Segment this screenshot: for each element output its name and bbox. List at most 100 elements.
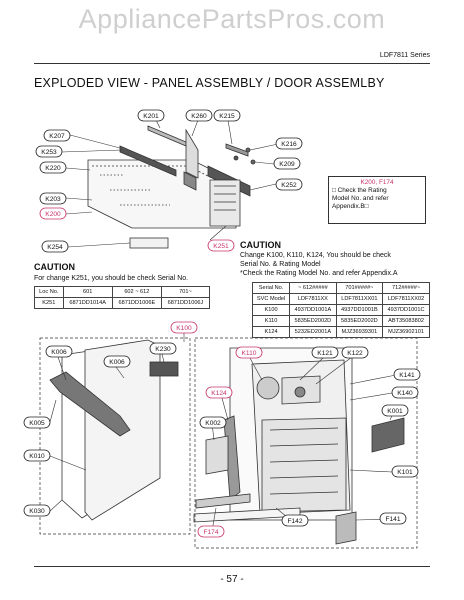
svg-text:K201: K201 bbox=[143, 113, 159, 120]
note-line-1: □ Check the Rating bbox=[332, 187, 387, 194]
svg-text:K215: K215 bbox=[219, 113, 235, 120]
label-k252: K252 bbox=[275, 178, 303, 191]
svg-text:K122: K122 bbox=[347, 350, 363, 357]
table-cell: 4937DD1001C bbox=[382, 304, 430, 316]
table-cell: K100 bbox=[251, 304, 291, 316]
table-cell: K251 bbox=[34, 297, 64, 309]
label-k006-left: K006 bbox=[45, 345, 73, 358]
svg-text:K100: K100 bbox=[176, 325, 192, 332]
label-k216: K216 bbox=[275, 137, 303, 150]
label-k201: K201 bbox=[137, 109, 165, 122]
caution-right-line-1: Change K100, K110, K124, You should be c… bbox=[240, 252, 391, 259]
label-k100: K100 bbox=[170, 321, 198, 334]
label-k203: K203 bbox=[39, 192, 67, 205]
svg-text:K101: K101 bbox=[397, 469, 413, 476]
table-row: K124 5232ED2001A MJZ36939301 MJZ36902101 bbox=[251, 326, 430, 338]
table-cell: LDF7811XX bbox=[289, 293, 337, 305]
svg-text:K006: K006 bbox=[109, 359, 125, 366]
svg-text:K010: K010 bbox=[29, 453, 45, 460]
label-k207: K207 bbox=[43, 129, 71, 142]
label-k141: K141 bbox=[393, 368, 421, 381]
table-header-cell: 601 bbox=[62, 286, 113, 298]
table-header-row: Serial No. ~ 612##### 701#####~ 712#####… bbox=[251, 282, 430, 294]
table-cell: 5232ED2001A bbox=[289, 326, 337, 338]
svg-text:F142: F142 bbox=[287, 518, 302, 525]
table-header-cell: 701~ bbox=[160, 286, 211, 298]
table-row: K100 4937DD1001A 4937DD1001B 4937DD1001C bbox=[251, 304, 430, 316]
leader-lines bbox=[49, 119, 397, 532]
label-k253: K253 bbox=[35, 145, 63, 158]
door-inner-group-outline bbox=[194, 337, 418, 549]
label-k001: K001 bbox=[381, 404, 409, 417]
svg-text:K220: K220 bbox=[45, 165, 61, 172]
label-k254: K254 bbox=[41, 240, 69, 253]
svg-text:F174: F174 bbox=[203, 529, 218, 536]
door-outer-group-outline bbox=[39, 337, 191, 535]
table-cell: 6871DD1014A bbox=[62, 297, 113, 309]
serial-model-table: Serial No. ~ 612##### 701#####~ 712#####… bbox=[251, 282, 430, 338]
svg-text:K200: K200 bbox=[45, 211, 61, 218]
table-header-cell: ~ 612##### bbox=[289, 282, 337, 294]
label-k122: K122 bbox=[341, 346, 369, 359]
svg-text:K006: K006 bbox=[51, 349, 67, 356]
table-header-cell: Serial No. bbox=[251, 282, 291, 294]
label-k030: K030 bbox=[23, 504, 51, 517]
svg-text:K252: K252 bbox=[281, 182, 297, 189]
series-name: LDF7811 Series bbox=[379, 52, 430, 59]
page-number: - 57 - bbox=[220, 574, 244, 585]
caution-right-heading: CAUTION bbox=[240, 240, 281, 250]
label-k005: K005 bbox=[23, 416, 51, 429]
label-k251: K251 bbox=[207, 239, 235, 252]
label-k124: K124 bbox=[205, 386, 233, 399]
watermark-text: AppliancePartsPros.com bbox=[78, 4, 386, 34]
svg-text:K030: K030 bbox=[29, 508, 45, 515]
table-header-cell: Loc No. bbox=[34, 286, 64, 298]
page-title: EXPLODED VIEW - PANEL ASSEMBLY / DOOR AS… bbox=[34, 76, 385, 90]
table-header-row: Loc No. 601 602 ~ 612 701~ bbox=[34, 286, 211, 298]
note-line-2: Model No. and refer bbox=[332, 195, 389, 202]
table-header-cell: 701#####~ bbox=[335, 282, 384, 294]
table-cell: 5835ED2002D bbox=[335, 315, 384, 327]
table-cell: 4937DD1001B bbox=[335, 304, 384, 316]
table-cell: 6871DD1006E bbox=[111, 297, 162, 309]
label-k010: K010 bbox=[23, 449, 51, 462]
svg-text:K005: K005 bbox=[29, 420, 45, 427]
label-f141: F141 bbox=[379, 512, 407, 525]
table-cell: MJZ36902101 bbox=[382, 326, 430, 338]
svg-text:K140: K140 bbox=[397, 390, 413, 397]
svg-text:K110: K110 bbox=[242, 350, 257, 357]
table-row: K251 6871DD1014A 6871DD1006E 6871DD1006J bbox=[34, 297, 211, 309]
header-rule bbox=[34, 63, 430, 64]
svg-text:K124: K124 bbox=[211, 390, 227, 397]
label-k110: K110 bbox=[235, 346, 263, 359]
label-k140: K140 bbox=[391, 386, 419, 399]
rating-note-box: K200, F174 □ Check the Rating Model No. … bbox=[328, 176, 426, 224]
caution-right-line-3: *Check the Rating Model No. and refer Ap… bbox=[240, 270, 398, 277]
label-f174: F174 bbox=[197, 525, 225, 538]
table-cell: 4937DD1001A bbox=[289, 304, 337, 316]
svg-text:K251: K251 bbox=[213, 243, 229, 250]
label-k006-right: K006 bbox=[103, 355, 131, 368]
svg-text:K121: K121 bbox=[317, 350, 333, 357]
svg-text:F141: F141 bbox=[385, 516, 400, 523]
table-cell: 6871DD1006J bbox=[160, 297, 211, 309]
label-k002: K002 bbox=[199, 416, 227, 429]
svg-text:K141: K141 bbox=[399, 372, 415, 379]
label-k230: K230 bbox=[149, 342, 177, 355]
svg-text:K203: K203 bbox=[45, 196, 61, 203]
table-cell: LDF7811XX02 bbox=[382, 293, 430, 305]
note-title: K200, F174 bbox=[360, 179, 394, 186]
table-cell: MJZ36939301 bbox=[335, 326, 384, 338]
table-cell: 5835ED2002D bbox=[289, 315, 337, 327]
table-cell: SVC Model bbox=[251, 293, 291, 305]
table-cell: ABT35083802 bbox=[382, 315, 430, 327]
svg-text:K002: K002 bbox=[205, 420, 221, 427]
svg-text:K260: K260 bbox=[191, 113, 207, 120]
table-row: K110 5835ED2002D 5835ED2002D ABT35083802 bbox=[251, 315, 430, 327]
label-k215: K215 bbox=[213, 109, 241, 122]
caution-right-line-2: Serial No. & Rating Model bbox=[240, 261, 321, 268]
table-cell: K124 bbox=[251, 326, 291, 338]
svg-text:K209: K209 bbox=[279, 161, 295, 168]
table-header-cell: 602 ~ 612 bbox=[111, 286, 162, 298]
